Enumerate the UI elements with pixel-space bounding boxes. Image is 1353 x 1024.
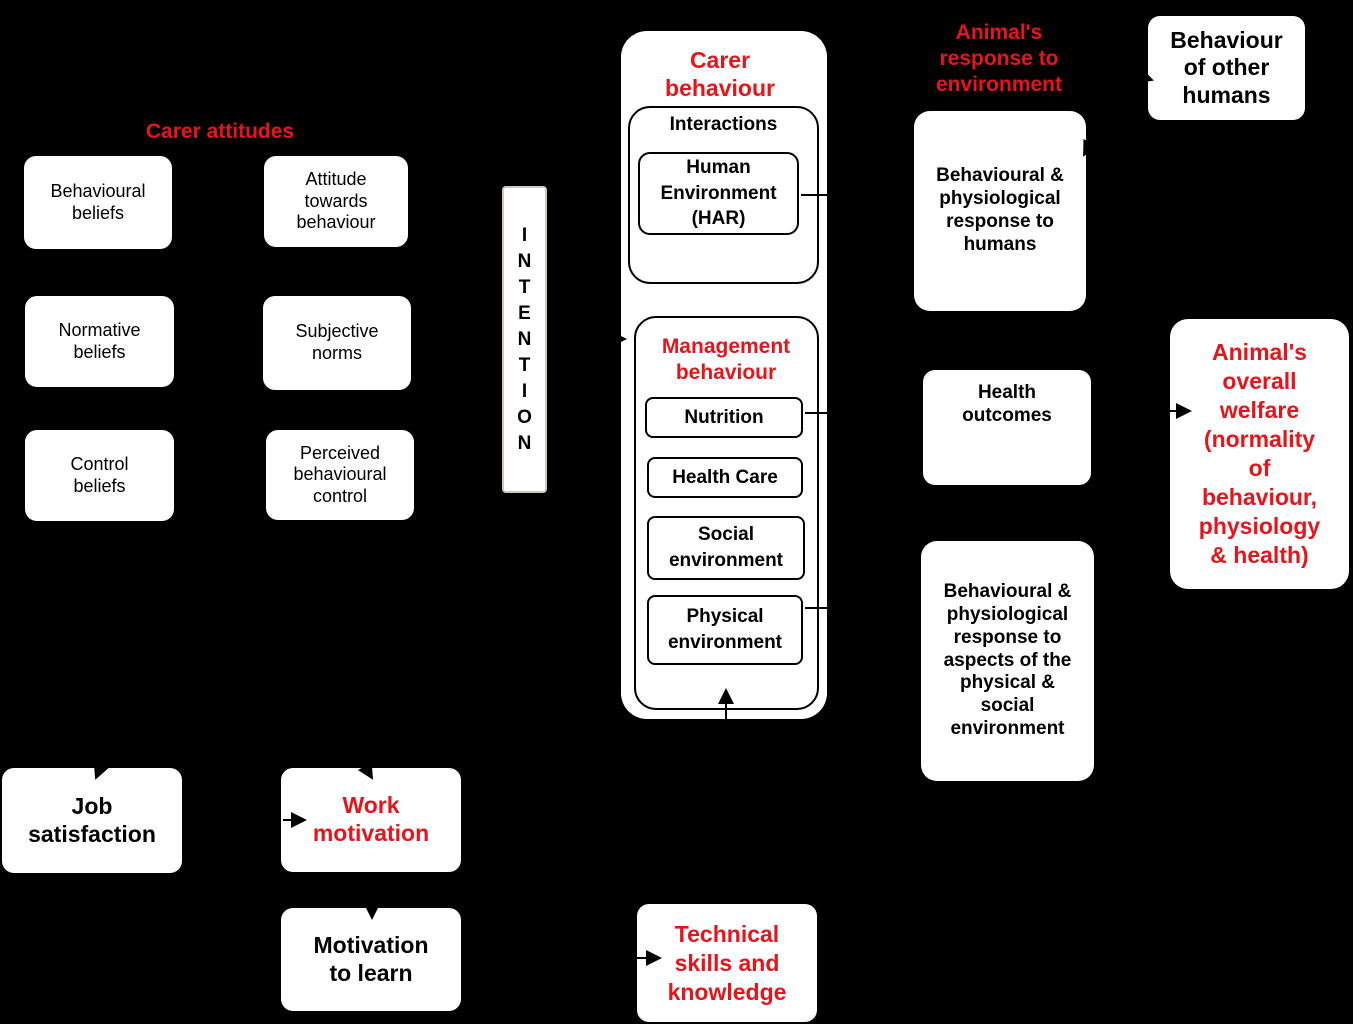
perceived-behavioural-control-box: Perceived behavioural control bbox=[266, 430, 414, 520]
technical-skills-box: Technical skills and knowledge bbox=[637, 904, 817, 1022]
behaviour-of-other-humans-box: Behaviour of other humans bbox=[1148, 16, 1305, 120]
carer-attitudes-title: Carer attitudes bbox=[145, 120, 295, 143]
health-outcomes-box: Health outcomes bbox=[923, 370, 1091, 485]
work-motivation-box: Work motivation bbox=[281, 768, 461, 872]
physical-environment-box: Physical environment bbox=[647, 595, 803, 665]
nutrition-box: Nutrition bbox=[645, 397, 803, 438]
intention-letter: N bbox=[517, 432, 532, 454]
arrow-into-other-humans bbox=[1136, 67, 1154, 83]
animal-response-title: Animal's response to environment bbox=[935, 21, 1063, 96]
response-to-environment-box: Behavioural & physiological response to … bbox=[921, 541, 1094, 781]
overall-welfare-box: Animal's overall welfare (normality of b… bbox=[1170, 319, 1349, 589]
intention-letter: E bbox=[518, 302, 531, 324]
social-environment-box: Social environment bbox=[647, 516, 805, 580]
arrow-into-work-motivation-top bbox=[357, 757, 374, 780]
intention-letter: O bbox=[517, 406, 532, 428]
interactions-label: Interactions bbox=[669, 114, 778, 135]
intention-letter: N bbox=[517, 250, 532, 272]
motivation-to-learn-box: Motivation to learn bbox=[281, 908, 461, 1011]
arrow-into-response-humans bbox=[1083, 138, 1098, 157]
attitude-towards-behaviour-box: Attitude towards behaviour bbox=[264, 156, 408, 247]
job-satisfaction-box: Job satisfaction bbox=[2, 768, 182, 873]
health-care-box: Health Care bbox=[647, 457, 803, 498]
response-to-humans-box: Behavioural & physiological response to … bbox=[914, 111, 1086, 311]
control-beliefs-box: Control beliefs bbox=[25, 430, 174, 521]
normative-beliefs-box: Normative beliefs bbox=[25, 296, 174, 387]
behavioural-beliefs-box: Behavioural beliefs bbox=[24, 156, 172, 249]
human-environment-box: Human Environment (HAR) bbox=[638, 152, 799, 235]
intention-letter: I bbox=[521, 380, 528, 402]
intention-letter: T bbox=[518, 354, 531, 376]
management-behaviour-title: Management behaviour bbox=[661, 335, 791, 384]
intention-box: I N T E N T I O N bbox=[502, 186, 547, 493]
carer-behaviour-title: Carer behaviour bbox=[665, 47, 775, 101]
intention-letter: N bbox=[517, 328, 532, 350]
intention-letter: T bbox=[518, 276, 531, 298]
intention-letter: I bbox=[521, 224, 528, 246]
arrow-into-job-satisfaction bbox=[93, 757, 109, 780]
subjective-norms-box: Subjective norms bbox=[263, 296, 411, 390]
